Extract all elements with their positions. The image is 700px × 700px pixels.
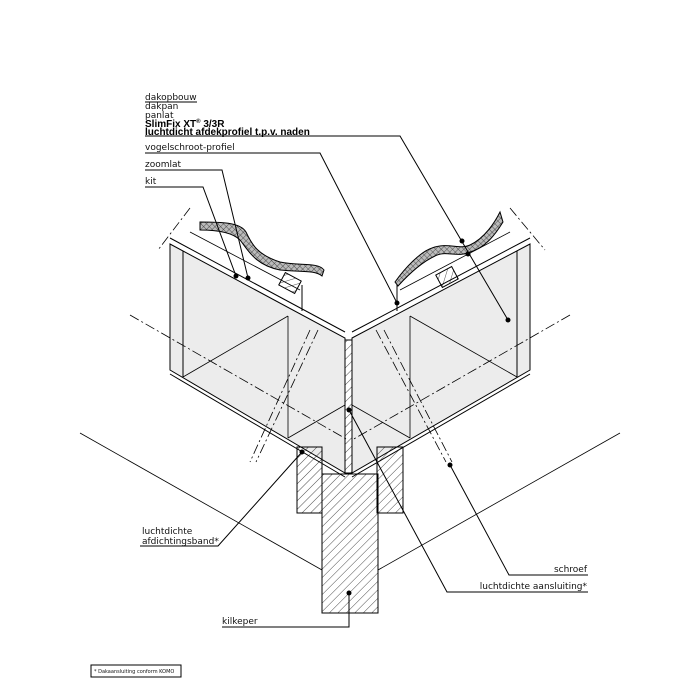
left-batten	[296, 446, 323, 514]
label-kilkeper: kilkeper	[222, 617, 258, 627]
left-panlat	[278, 271, 302, 295]
leader-lines	[140, 101, 588, 628]
right-roof-tile	[394, 210, 504, 287]
label-dakpan: dakpan	[145, 102, 178, 112]
label-afdekprofiel: luchtdicht afdekprofiel t.p.v. naden	[145, 127, 310, 138]
footnote-box	[90, 664, 182, 678]
construction-line-right	[377, 432, 621, 571]
label-aansluiting: luchtdichte aansluiting*	[480, 582, 588, 592]
center-stud	[344, 339, 353, 474]
label-panlat: panlat	[145, 111, 174, 121]
right-panlat	[435, 265, 459, 289]
footnote-text: * Dakaansluiting conform KOMO	[94, 669, 174, 675]
left-roof-panel	[169, 237, 346, 478]
label-zoomlat: zoomlat	[145, 160, 182, 170]
center-lines	[129, 207, 571, 463]
label-schroef: schroef	[554, 565, 588, 575]
label-kit: kit	[145, 177, 157, 187]
label-dakopbouw: dakopbouw	[145, 93, 197, 103]
kilkeper-beam	[321, 473, 379, 614]
left-roof-tile	[199, 221, 325, 277]
construction-line-left	[79, 432, 323, 571]
leader-dots	[233, 238, 511, 596]
label-afdichtingsband-1: luchtdichte	[142, 527, 193, 537]
label-slimfix: SlimFix XT® 3/3R	[145, 118, 225, 130]
label-afdichtingsband-2: afdichtingsband*	[142, 537, 219, 547]
label-vogelschroot: vogelschroot-profiel	[145, 143, 235, 153]
